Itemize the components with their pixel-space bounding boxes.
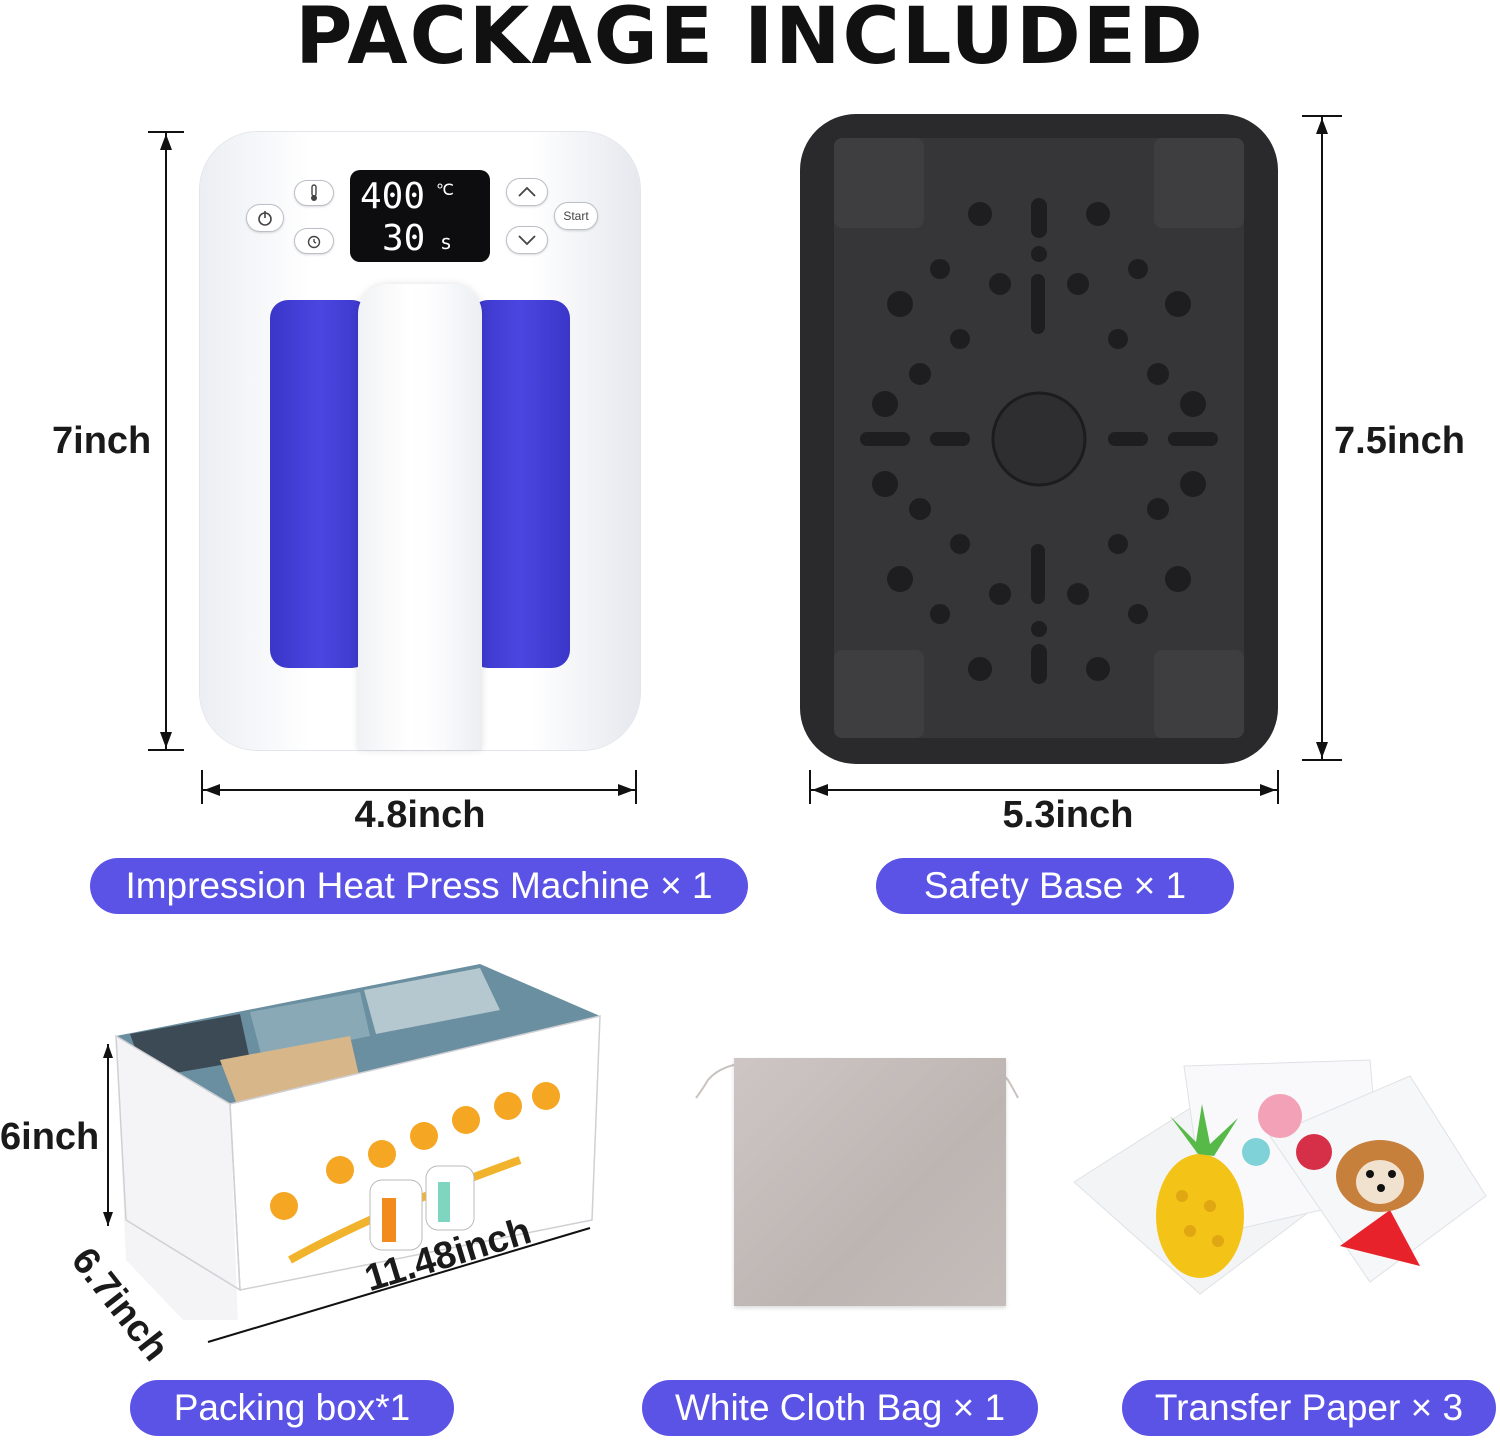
- bag-caption-badge: White Cloth Bag × 1: [642, 1380, 1038, 1436]
- start-button[interactable]: Start: [554, 202, 598, 230]
- safety-base: [800, 114, 1278, 764]
- chevron-down-icon: [518, 235, 536, 246]
- base-height-dimension-arrow: [1302, 115, 1342, 761]
- box-caption-badge: Packing box*1: [130, 1380, 454, 1436]
- box-length-dimension-arrow: [207, 1227, 591, 1343]
- box-height-label: 6inch: [0, 1116, 100, 1158]
- white-cloth-bag: [734, 1058, 1006, 1306]
- timer-button[interactable]: [294, 228, 334, 254]
- power-icon: [258, 211, 272, 226]
- alarm-clock-icon: [307, 235, 321, 249]
- paper-caption-badge: Transfer Paper × 3: [1122, 1380, 1496, 1436]
- transfer-paper-sheets: [1073, 1059, 1487, 1295]
- page-title: PACKAGE INCLUDED: [295, 0, 1205, 82]
- base-height-label: 7.5inch: [1334, 420, 1465, 462]
- base-caption-badge: Safety Base × 1: [876, 858, 1234, 914]
- display-temperature-unit: ℃: [436, 180, 454, 199]
- width-dimension-arrow: [201, 770, 637, 804]
- machine-width-label: 4.8inch: [354, 794, 486, 836]
- chevron-up-icon: [518, 186, 536, 197]
- heat-press-machine: 400 ℃ 30 s Start: [200, 132, 640, 750]
- down-button[interactable]: [506, 226, 548, 254]
- packing-box: [115, 964, 601, 1320]
- machine-left-window: [270, 300, 370, 668]
- display-time-unit: s: [440, 230, 453, 254]
- base-width-dimension-arrow: [809, 770, 1279, 804]
- machine-handle: [358, 284, 482, 750]
- display-temperature: 400: [360, 176, 426, 217]
- display-time: 30: [382, 218, 426, 259]
- box-height-dimension-arrow: [103, 1044, 113, 1226]
- height-dimension-arrow: [148, 131, 184, 751]
- machine-right-window: [470, 300, 570, 668]
- machine-caption-badge: Impression Heat Press Machine × 1: [90, 858, 748, 914]
- up-button[interactable]: [506, 178, 548, 206]
- machine-height-label: 7inch: [52, 420, 152, 462]
- vent-hole-pattern: [834, 138, 1244, 738]
- lcd-display: 400 ℃ 30 s: [350, 170, 490, 262]
- temperature-button[interactable]: [294, 180, 334, 206]
- thermometer-icon: [311, 184, 317, 201]
- base-width-label: 5.3inch: [1002, 794, 1134, 836]
- power-button[interactable]: [246, 204, 284, 232]
